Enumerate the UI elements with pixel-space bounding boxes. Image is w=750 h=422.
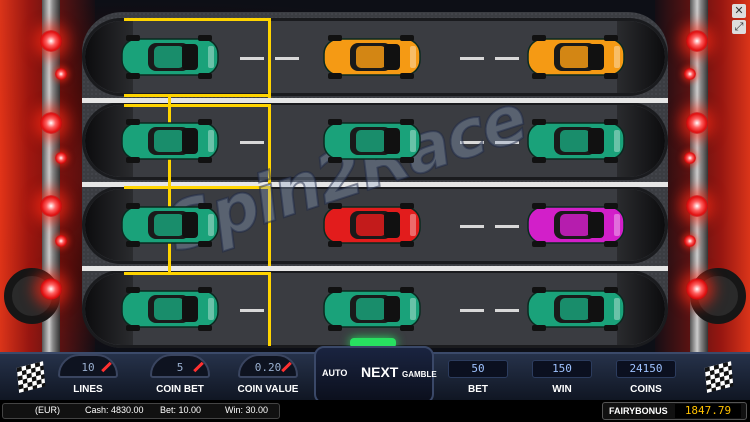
coins-label: COINS [630, 384, 662, 395]
lines-selector[interactable]: 10 [58, 354, 118, 378]
green-car-symbol [120, 34, 220, 80]
lane-dash [240, 57, 264, 60]
lane-dash [240, 309, 264, 312]
coin-bet-selector[interactable]: 5 [150, 354, 210, 378]
red-car-symbol [322, 202, 422, 248]
red-light-icon [55, 68, 67, 80]
red-light-icon [55, 235, 67, 247]
green-car-symbol [120, 118, 220, 164]
win-value: 150 [532, 360, 592, 378]
green-car-symbol [526, 118, 626, 164]
fullscreen-icon[interactable]: ⤢ [732, 20, 746, 34]
green-car-symbol [322, 118, 422, 164]
green-car-symbol [120, 202, 220, 248]
red-light-icon [40, 112, 62, 134]
winline-marker [268, 104, 271, 184]
winline-marker [268, 272, 271, 346]
lines-label: LINES [73, 384, 103, 395]
auto-button[interactable]: AUTO [322, 368, 348, 378]
red-light-icon [686, 30, 708, 52]
red-light-icon [684, 68, 696, 80]
red-light-icon [40, 195, 62, 217]
status-bar: (EUR) Cash: 4830.00 Bet: 10.00 Win: 30.0… [0, 400, 750, 422]
left-light-pole [42, 0, 60, 352]
lane-dash [460, 57, 484, 60]
fairy-bonus-box: FAIRYBONUS 1847.79 [602, 402, 747, 420]
next-button[interactable]: NEXT [361, 364, 399, 380]
currency-label: (EUR) [35, 405, 60, 415]
red-light-icon [55, 152, 67, 164]
bet-value: 50 [448, 360, 508, 378]
lines-value: 10 [81, 361, 95, 374]
lane-divider [82, 266, 668, 271]
coin-bet-value: 5 [176, 361, 184, 374]
winline-marker [268, 18, 271, 98]
window-controls: ✕ ⤢ [732, 4, 746, 36]
winline-marker [124, 18, 270, 21]
lane-dash [495, 141, 519, 144]
orange-car-symbol [322, 34, 422, 80]
red-light-icon [686, 195, 708, 217]
lane-dash [240, 141, 264, 144]
lane-dash [460, 141, 484, 144]
fairy-bonus-value: 1847.79 [675, 404, 741, 418]
win-amount: Win: 30.00 [225, 405, 269, 415]
winline-marker [168, 96, 171, 274]
right-light-pole [690, 0, 708, 352]
lane-dash [460, 309, 484, 312]
red-light-icon [684, 235, 696, 247]
game-stage: Spin2Race ✕ ⤢ [0, 0, 750, 352]
cash-value: Cash: 4830.00 [85, 405, 144, 415]
coin-value-label: COIN VALUE [237, 384, 299, 395]
lane-divider [82, 182, 668, 187]
lane-dash [495, 309, 519, 312]
lane-dash [460, 225, 484, 228]
green-car-symbol [526, 286, 626, 332]
lane-dash [495, 225, 519, 228]
winline-marker [124, 104, 270, 107]
green-car-symbol [120, 286, 220, 332]
red-light-icon [686, 278, 708, 300]
gamble-button[interactable]: GAMBLE [402, 370, 437, 379]
close-icon[interactable]: ✕ [732, 4, 746, 18]
red-light-icon [40, 30, 62, 52]
balance-box [2, 403, 280, 419]
bet-amount: Bet: 10.00 [160, 405, 202, 415]
lane-dash [275, 57, 299, 60]
pink-car-symbol [526, 202, 626, 248]
spin-indicator-light [350, 338, 396, 348]
lane-dash [495, 57, 519, 60]
winline-marker [124, 94, 270, 97]
coins-value: 24150 [616, 360, 676, 378]
red-light-icon [686, 112, 708, 134]
red-light-icon [40, 278, 62, 300]
checkered-flag-icon [704, 361, 734, 393]
coin-value-selector[interactable]: 0.20 [238, 354, 298, 378]
orange-car-symbol [526, 34, 626, 80]
control-bar: 10 LINES 5 COIN BET 0.20 COIN VALUE AUTO… [0, 338, 750, 404]
lane-divider [82, 98, 668, 103]
green-car-symbol [322, 286, 422, 332]
red-light-icon [684, 152, 696, 164]
winline-marker [268, 186, 271, 266]
winline-marker [124, 186, 270, 189]
checkered-flag-icon [16, 361, 46, 393]
win-label: WIN [552, 384, 572, 395]
fairy-bonus-label: FAIRYBONUS [609, 406, 668, 416]
bet-label: BET [468, 384, 488, 395]
winline-marker [124, 272, 270, 275]
coin-bet-label: COIN BET [156, 384, 204, 395]
coin-value-value: 0.20 [254, 361, 282, 374]
